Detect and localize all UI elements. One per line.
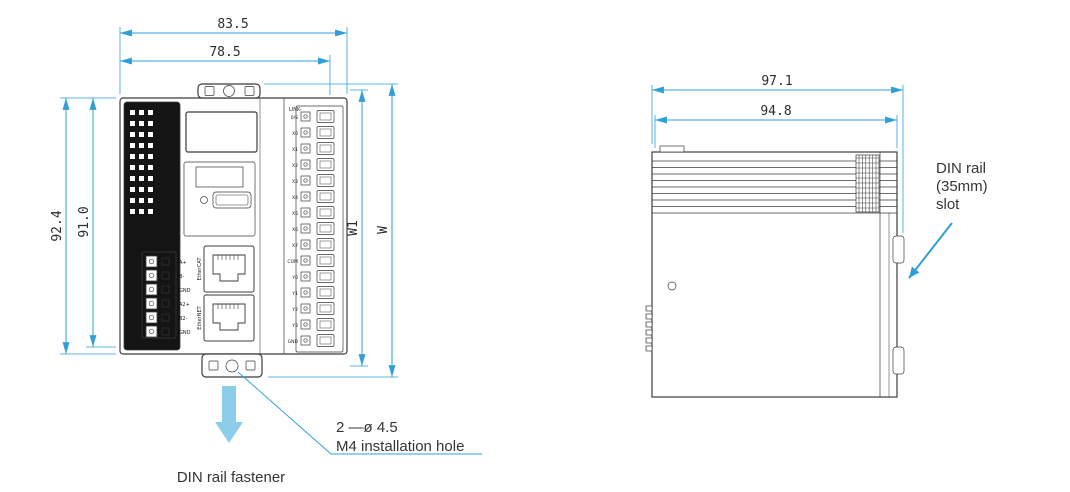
io-pin-label: Y0 — [291, 275, 298, 281]
io-pin-label: Y1 — [291, 291, 298, 297]
din-fastener-callout: DIN rail fastener — [177, 386, 285, 486]
dim-front-right-inner: W1 — [346, 89, 368, 367]
din-slot-callout: DIN rail (35mm) slot — [908, 160, 988, 279]
installation-hole-callout: 2 —ø 4.5 M4 installation hole — [237, 371, 482, 455]
comm-pin-label: GND — [179, 288, 191, 294]
comm-terminal-block: A+ B- GND A2+ B2- GND — [141, 251, 191, 339]
io-pin-label: X6 — [292, 227, 298, 233]
dim-front-left-outer: 92.4 — [50, 97, 116, 355]
terminal-grid-side — [855, 154, 880, 213]
dim-label-right-inner: W1 — [346, 220, 361, 236]
din-slot-label-line1: DIN rail — [936, 160, 986, 177]
dim-label-side-inner: 94.8 — [760, 104, 791, 119]
comm-pin-label: GND — [179, 330, 191, 336]
side-screw-hole — [667, 281, 677, 291]
io-pin-label: X1 — [292, 147, 298, 153]
fastener-label: DIN rail fastener — [177, 469, 285, 486]
din-tab-bottom — [201, 353, 263, 378]
fastener-arrow-icon — [215, 386, 243, 443]
dim-side-top-inner: 94.8 — [654, 104, 898, 148]
vent-fins — [652, 160, 897, 214]
io-pin-label: GND — [288, 339, 299, 345]
dim-label-top-outer: 83.5 — [217, 17, 248, 32]
din-tab-top — [197, 83, 261, 99]
ethernet-port-label: EtherNET — [197, 305, 203, 329]
ethernet-port: EtherNET — [197, 294, 255, 342]
io-pin-label: 0/S — [291, 115, 298, 121]
dim-front-top-inner: 78.5 — [120, 45, 331, 95]
hole-callout-text: 2 —ø 4.5 — [336, 419, 398, 436]
dim-front-right-outer: W — [264, 83, 398, 378]
ethercat-port: EtherCAT — [197, 245, 255, 293]
dim-label-left-inner: 91.0 — [77, 206, 92, 237]
io-pin-label: COM — [287, 259, 298, 265]
front-device-body: A+ B- GND A2+ B2- GND EtherCAT EtherNET … — [119, 83, 348, 378]
din-rail-clip — [892, 235, 905, 375]
io-pin-label: X2 — [292, 163, 298, 169]
m4-installation-hole — [225, 359, 239, 373]
dim-label-left-outer: 92.4 — [50, 210, 65, 241]
side-device-body — [645, 145, 905, 398]
din-slot-label-line3: slot — [936, 196, 960, 213]
io-terminal-strip: LINK- 0/S X0 X1 X2 X3 X4 X5 X6 X7 COM Y0… — [287, 105, 344, 353]
io-pin-label: X4 — [292, 195, 298, 201]
dim-front-left-inner: 91.0 — [77, 98, 116, 348]
ethercat-port-label: EtherCAT — [197, 257, 203, 281]
io-pin-label: X7 — [292, 243, 298, 249]
dim-side-top-outer: 97.1 — [651, 74, 904, 233]
io-pin-label: Y3 — [291, 323, 298, 329]
io-pin-label: X3 — [292, 179, 298, 185]
comm-pin-label: A+ — [179, 260, 187, 266]
comm-pin-label: A2+ — [179, 302, 190, 308]
io-pin-label: X5 — [292, 211, 298, 217]
led-status-panel — [123, 101, 181, 351]
side-view: 97.1 94.8 DIN rail (35mm) slot — [645, 74, 988, 398]
dim-label-right-outer: W — [376, 226, 391, 234]
din-slot-pointer-arrow — [908, 222, 953, 279]
top-protrusion — [659, 145, 685, 153]
link-label: LINK- — [289, 107, 302, 113]
io-pin-label: Y2 — [291, 307, 298, 313]
dim-label-side-outer: 97.1 — [761, 74, 792, 89]
reset-hole — [200, 196, 208, 204]
dim-label-top-inner: 78.5 — [209, 45, 240, 60]
display-window — [185, 111, 258, 153]
io-pin-label: X0 — [292, 131, 298, 137]
hole-label-text: M4 installation hole — [336, 438, 464, 455]
din-slot-label-line2: (35mm) — [936, 178, 988, 195]
dim-front-top-outer: 83.5 — [119, 17, 348, 94]
middle-connector-module — [183, 161, 256, 237]
side-terminal-teeth — [645, 305, 653, 352]
io-connector — [212, 191, 252, 209]
comm-pin-label: B- — [179, 274, 184, 280]
front-view: A+ B- GND A2+ B2- GND EtherCAT EtherNET … — [50, 17, 482, 486]
comm-pin-label: B2- — [179, 316, 188, 322]
